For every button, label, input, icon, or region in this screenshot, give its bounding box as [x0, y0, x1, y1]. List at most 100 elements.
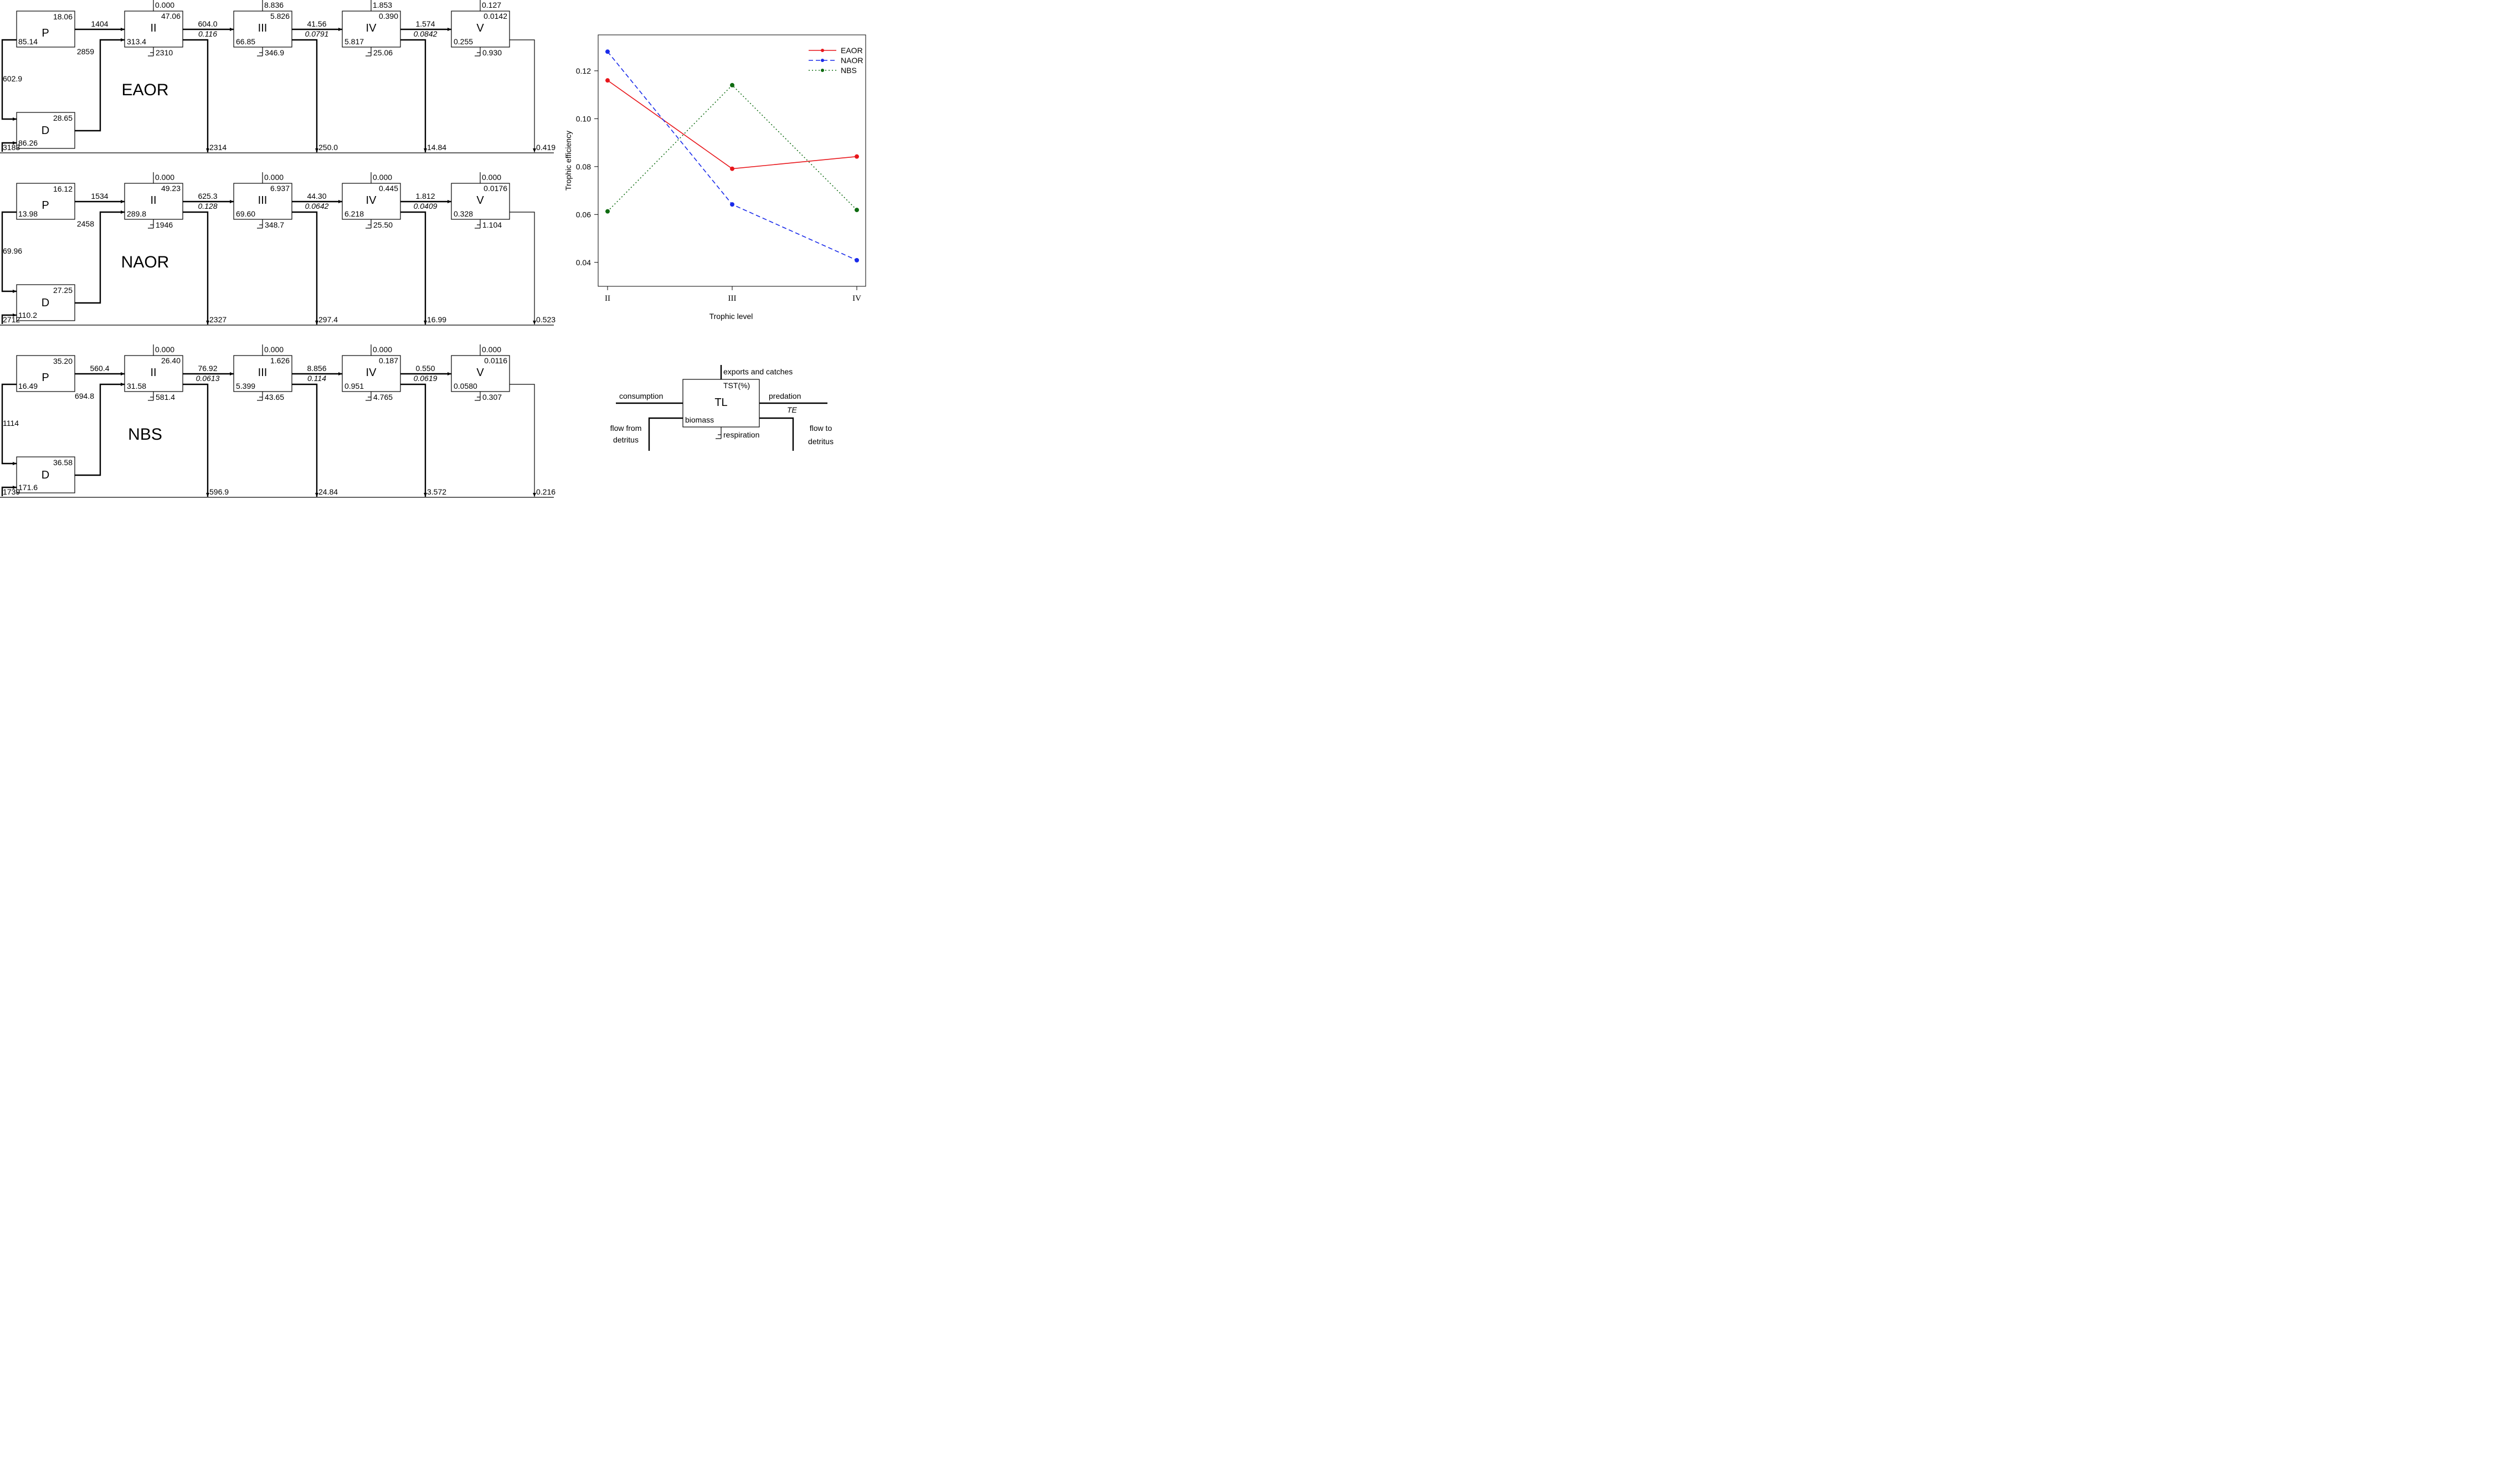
legend-predation-label: predation [769, 392, 801, 400]
trophic-biomass: 5.399 [236, 382, 255, 390]
trophic-box [451, 11, 510, 48]
trophic-biomass: 5.817 [344, 37, 364, 46]
detritus-label: D [42, 469, 49, 481]
series-line-naor [607, 51, 857, 261]
region-title: EAOR [121, 81, 168, 99]
energy-flow-networks: P18.0685.14D28.6586.26EAOR14042859602.93… [0, 0, 556, 498]
trophic-tst: 0.445 [379, 184, 398, 193]
legend-tst-label: TST(%) [723, 381, 750, 390]
producer-biomass: 13.98 [18, 209, 38, 218]
legend-center-label: TL [714, 397, 727, 409]
trophic-tst: 49.23 [161, 184, 181, 193]
trophic-label: II [150, 22, 156, 34]
trophic-respiration: 346.9 [265, 48, 284, 57]
transfer-efficiency: 0.128 [198, 202, 217, 210]
trophic-box [233, 183, 292, 220]
trophic-tst: 0.0176 [484, 184, 507, 193]
flow-legend-diagram: TL TST(%) exports and catches consumptio… [610, 365, 834, 451]
y-tick-label: 0.04 [576, 258, 591, 267]
trophic-respiration: 348.7 [265, 220, 284, 229]
flow-d-to-ii: 694.8 [75, 392, 94, 400]
flow-p-to-d: 69.96 [3, 246, 22, 255]
detritus-label: D [42, 125, 49, 137]
trophic-box [451, 355, 510, 392]
y-tick-label: 0.10 [576, 114, 591, 123]
detritus-input: 2712 [3, 315, 20, 324]
transfer-efficiency: 0.0842 [414, 29, 438, 38]
trophic-respiration: 25.06 [373, 48, 393, 57]
trophic-box [233, 11, 292, 48]
trophic-respiration: 2310 [156, 48, 173, 57]
trophic-biomass: 31.58 [127, 382, 146, 390]
trophic-tst: 26.40 [161, 356, 181, 365]
trophic-export: 1.853 [373, 1, 392, 9]
trophic-biomass: 69.60 [236, 209, 255, 218]
detritus-box [16, 284, 75, 321]
trophic-tst: 0.0142 [484, 12, 507, 20]
legend-marker [821, 59, 824, 62]
detritus-box [16, 112, 75, 149]
x-tick-label: III [728, 294, 737, 303]
flow-forward: 1.812 [415, 192, 435, 200]
producer-biomass: 16.49 [18, 382, 38, 390]
trophic-tst: 0.187 [379, 356, 398, 365]
data-point-naor [855, 258, 859, 263]
trophic-respiration: 43.65 [265, 393, 284, 402]
flow-forward: 604.0 [198, 19, 217, 28]
data-point-nbs [855, 208, 859, 213]
legend-label: EAOR [841, 46, 863, 55]
trophic-label: II [150, 367, 156, 379]
flow-forward: 1.574 [415, 19, 435, 28]
flow-to-detritus: 3.572 [427, 487, 446, 496]
trophic-respiration: 25.50 [373, 220, 393, 229]
flow-p-to-d: 1114 [3, 419, 19, 428]
producer-box [16, 11, 75, 48]
trophic-label: II [150, 194, 156, 207]
flow-forward: 8.856 [307, 364, 326, 373]
series-line-eaor [607, 80, 857, 169]
legend-respiration-label: respiration [723, 430, 759, 439]
legend-flow-from-line2: detritus [613, 435, 639, 444]
trophic-label: III [258, 194, 268, 207]
trophic-box [124, 11, 183, 48]
producer-biomass: 85.14 [18, 37, 38, 46]
detritus-tst: 27.25 [53, 286, 73, 295]
legend-flow-from-line1: flow from [610, 424, 642, 433]
flow-to-detritus: 0.419 [536, 143, 556, 152]
producer-tst: 35.20 [53, 357, 73, 366]
transfer-efficiency: 0.116 [198, 29, 217, 38]
y-tick-label: 0.06 [576, 210, 591, 219]
trophic-export: 0.000 [264, 345, 284, 354]
region-title: NBS [128, 425, 162, 444]
trophic-export: 0.000 [155, 1, 174, 9]
producer-label: P [42, 27, 49, 39]
flow-p-to-ii: 1534 [91, 192, 108, 200]
data-point-nbs [605, 209, 610, 214]
trophic-export: 0.000 [482, 173, 501, 182]
trophic-respiration: 1946 [156, 220, 173, 229]
network-naor: P16.1213.98D27.25110.2NAOR1534245869.962… [0, 172, 556, 326]
detritus-label: D [42, 297, 49, 309]
trophic-efficiency-chart: Trophic level Trophic efficiency 0.040.0… [564, 34, 866, 321]
flow-forward: 41.56 [307, 19, 326, 28]
data-point-naor [730, 202, 734, 207]
flow-p-to-ii: 1404 [91, 19, 108, 28]
trophic-label: III [258, 22, 268, 34]
trophic-label: III [258, 367, 268, 379]
data-point-eaor [605, 78, 610, 83]
data-point-eaor [730, 166, 734, 171]
trophic-box [451, 183, 510, 220]
flow-to-detritus: 2327 [209, 315, 227, 324]
trophic-respiration: 0.930 [482, 48, 502, 57]
producer-tst: 18.06 [53, 12, 73, 21]
trophic-biomass: 0.951 [344, 382, 364, 390]
flow-forward: 625.3 [198, 192, 217, 200]
trophic-export: 0.127 [482, 1, 501, 9]
detritus-biomass: 171.6 [18, 483, 38, 492]
